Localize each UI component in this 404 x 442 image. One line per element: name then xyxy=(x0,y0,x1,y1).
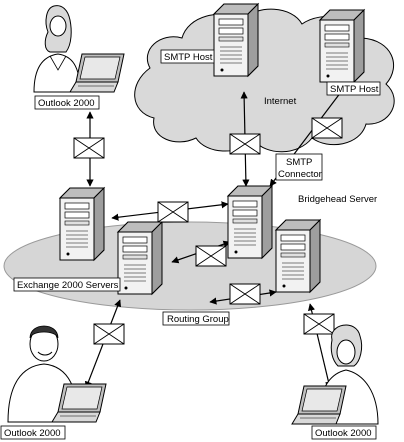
routing-group-label: Routing Group xyxy=(167,314,229,325)
bridgehead-server-label: Bridgehead Server xyxy=(298,194,377,205)
smtp-connector-label-line2: Connector xyxy=(278,169,322,180)
envelope-icon xyxy=(303,313,335,335)
envelope-icon xyxy=(195,245,227,267)
smtp-host-left-label-box xyxy=(160,49,215,64)
routing-group-label-box xyxy=(162,311,230,326)
envelope-icon xyxy=(229,133,261,155)
smtp-host-left-server-icon xyxy=(213,3,259,77)
outlook-bottom-left-label: Outlook 2000 xyxy=(4,428,61,439)
outlook-bottom-right-label-box xyxy=(311,425,377,440)
envelope-icon xyxy=(73,137,105,159)
envelope-icon xyxy=(311,117,343,139)
outlook-bottom-left-label-box xyxy=(0,425,66,440)
outlook-top-label: Outlook 2000 xyxy=(38,98,95,109)
laptop-bottom-right-icon xyxy=(291,385,347,425)
outlook-bottom-right-label: Outlook 2000 xyxy=(315,428,372,439)
exchange-servers-label: Exchange 2000 Servers xyxy=(17,280,119,291)
envelope-icon xyxy=(93,323,125,345)
user-bottom-right-icon xyxy=(317,324,379,425)
exchange-server-3-icon xyxy=(275,219,321,293)
user-top-icon xyxy=(33,5,81,93)
outlook-top-label-box xyxy=(34,95,100,110)
internet-label: Internet xyxy=(264,96,297,107)
laptop-top-icon xyxy=(69,53,125,93)
smtp-host-right-label-box xyxy=(326,81,381,96)
exchange-server-2-icon xyxy=(117,221,163,295)
smtp-connector-label-box xyxy=(275,153,323,181)
smtp-host-right-server-icon xyxy=(319,9,365,83)
bridgehead-server-icon xyxy=(227,185,273,259)
smtp-host-right-label: SMTP Host xyxy=(330,84,379,95)
smtp-host-left-label: SMTP Host xyxy=(164,52,213,63)
envelope-icon xyxy=(229,283,261,305)
envelope-icon xyxy=(157,201,189,223)
exchange-servers-label-box xyxy=(13,277,121,292)
exchange-server-1-icon xyxy=(59,187,105,261)
smtp-connector-label-line1: SMTP xyxy=(286,157,312,168)
